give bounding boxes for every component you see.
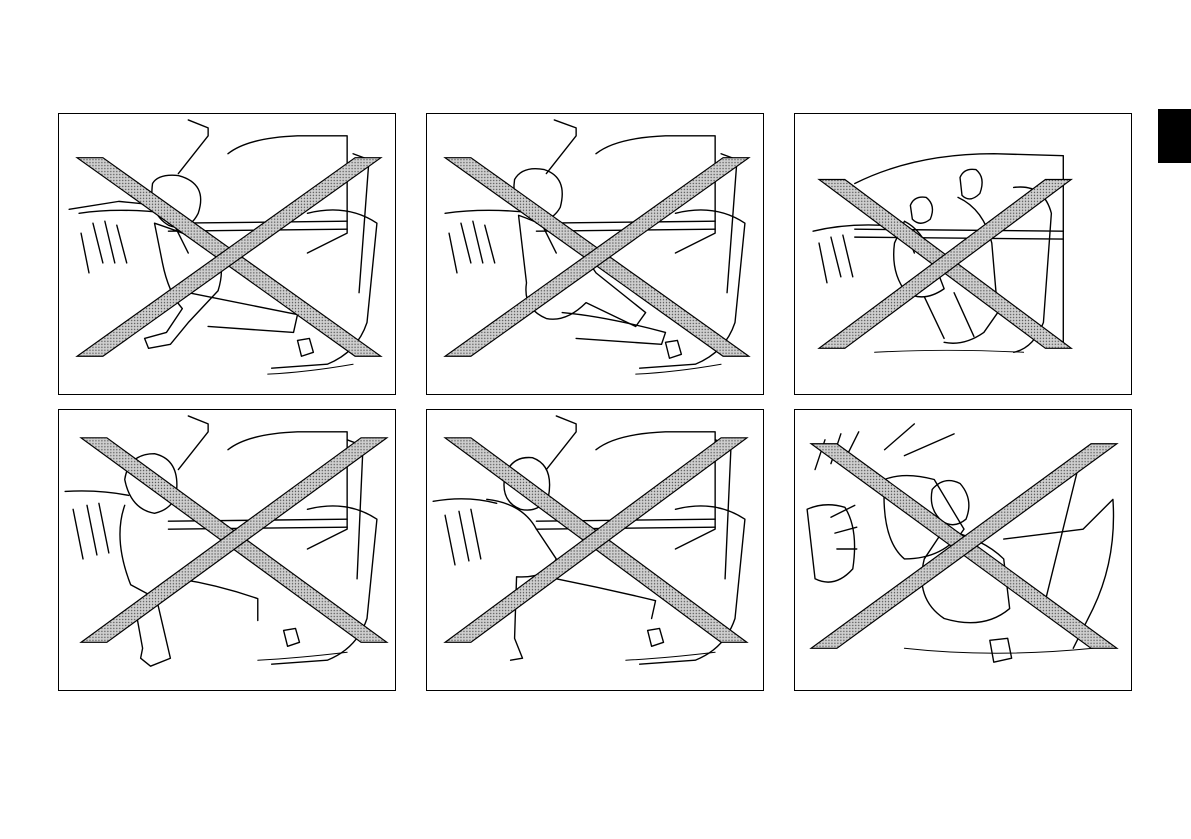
illustration-panel-child-on-lap xyxy=(794,113,1132,395)
section-tab xyxy=(1158,109,1191,163)
illustration-child-kneeling xyxy=(427,114,763,394)
illustration-panel-child-seat-airbag xyxy=(794,409,1132,691)
illustration-child-facing-rear-standing xyxy=(59,410,395,690)
illustration-child-standing xyxy=(59,114,395,394)
illustration-panel-child-standing xyxy=(58,113,396,395)
illustration-panel-child-kneeling xyxy=(426,113,764,395)
illustration-child-on-lap xyxy=(795,114,1131,394)
illustration-child-seat-airbag xyxy=(795,410,1131,690)
illustration-panel-child-facing-rear-kneeling xyxy=(426,409,764,691)
illustration-panel-child-facing-rear-standing xyxy=(58,409,396,691)
illustration-child-facing-rear-kneeling xyxy=(427,410,763,690)
